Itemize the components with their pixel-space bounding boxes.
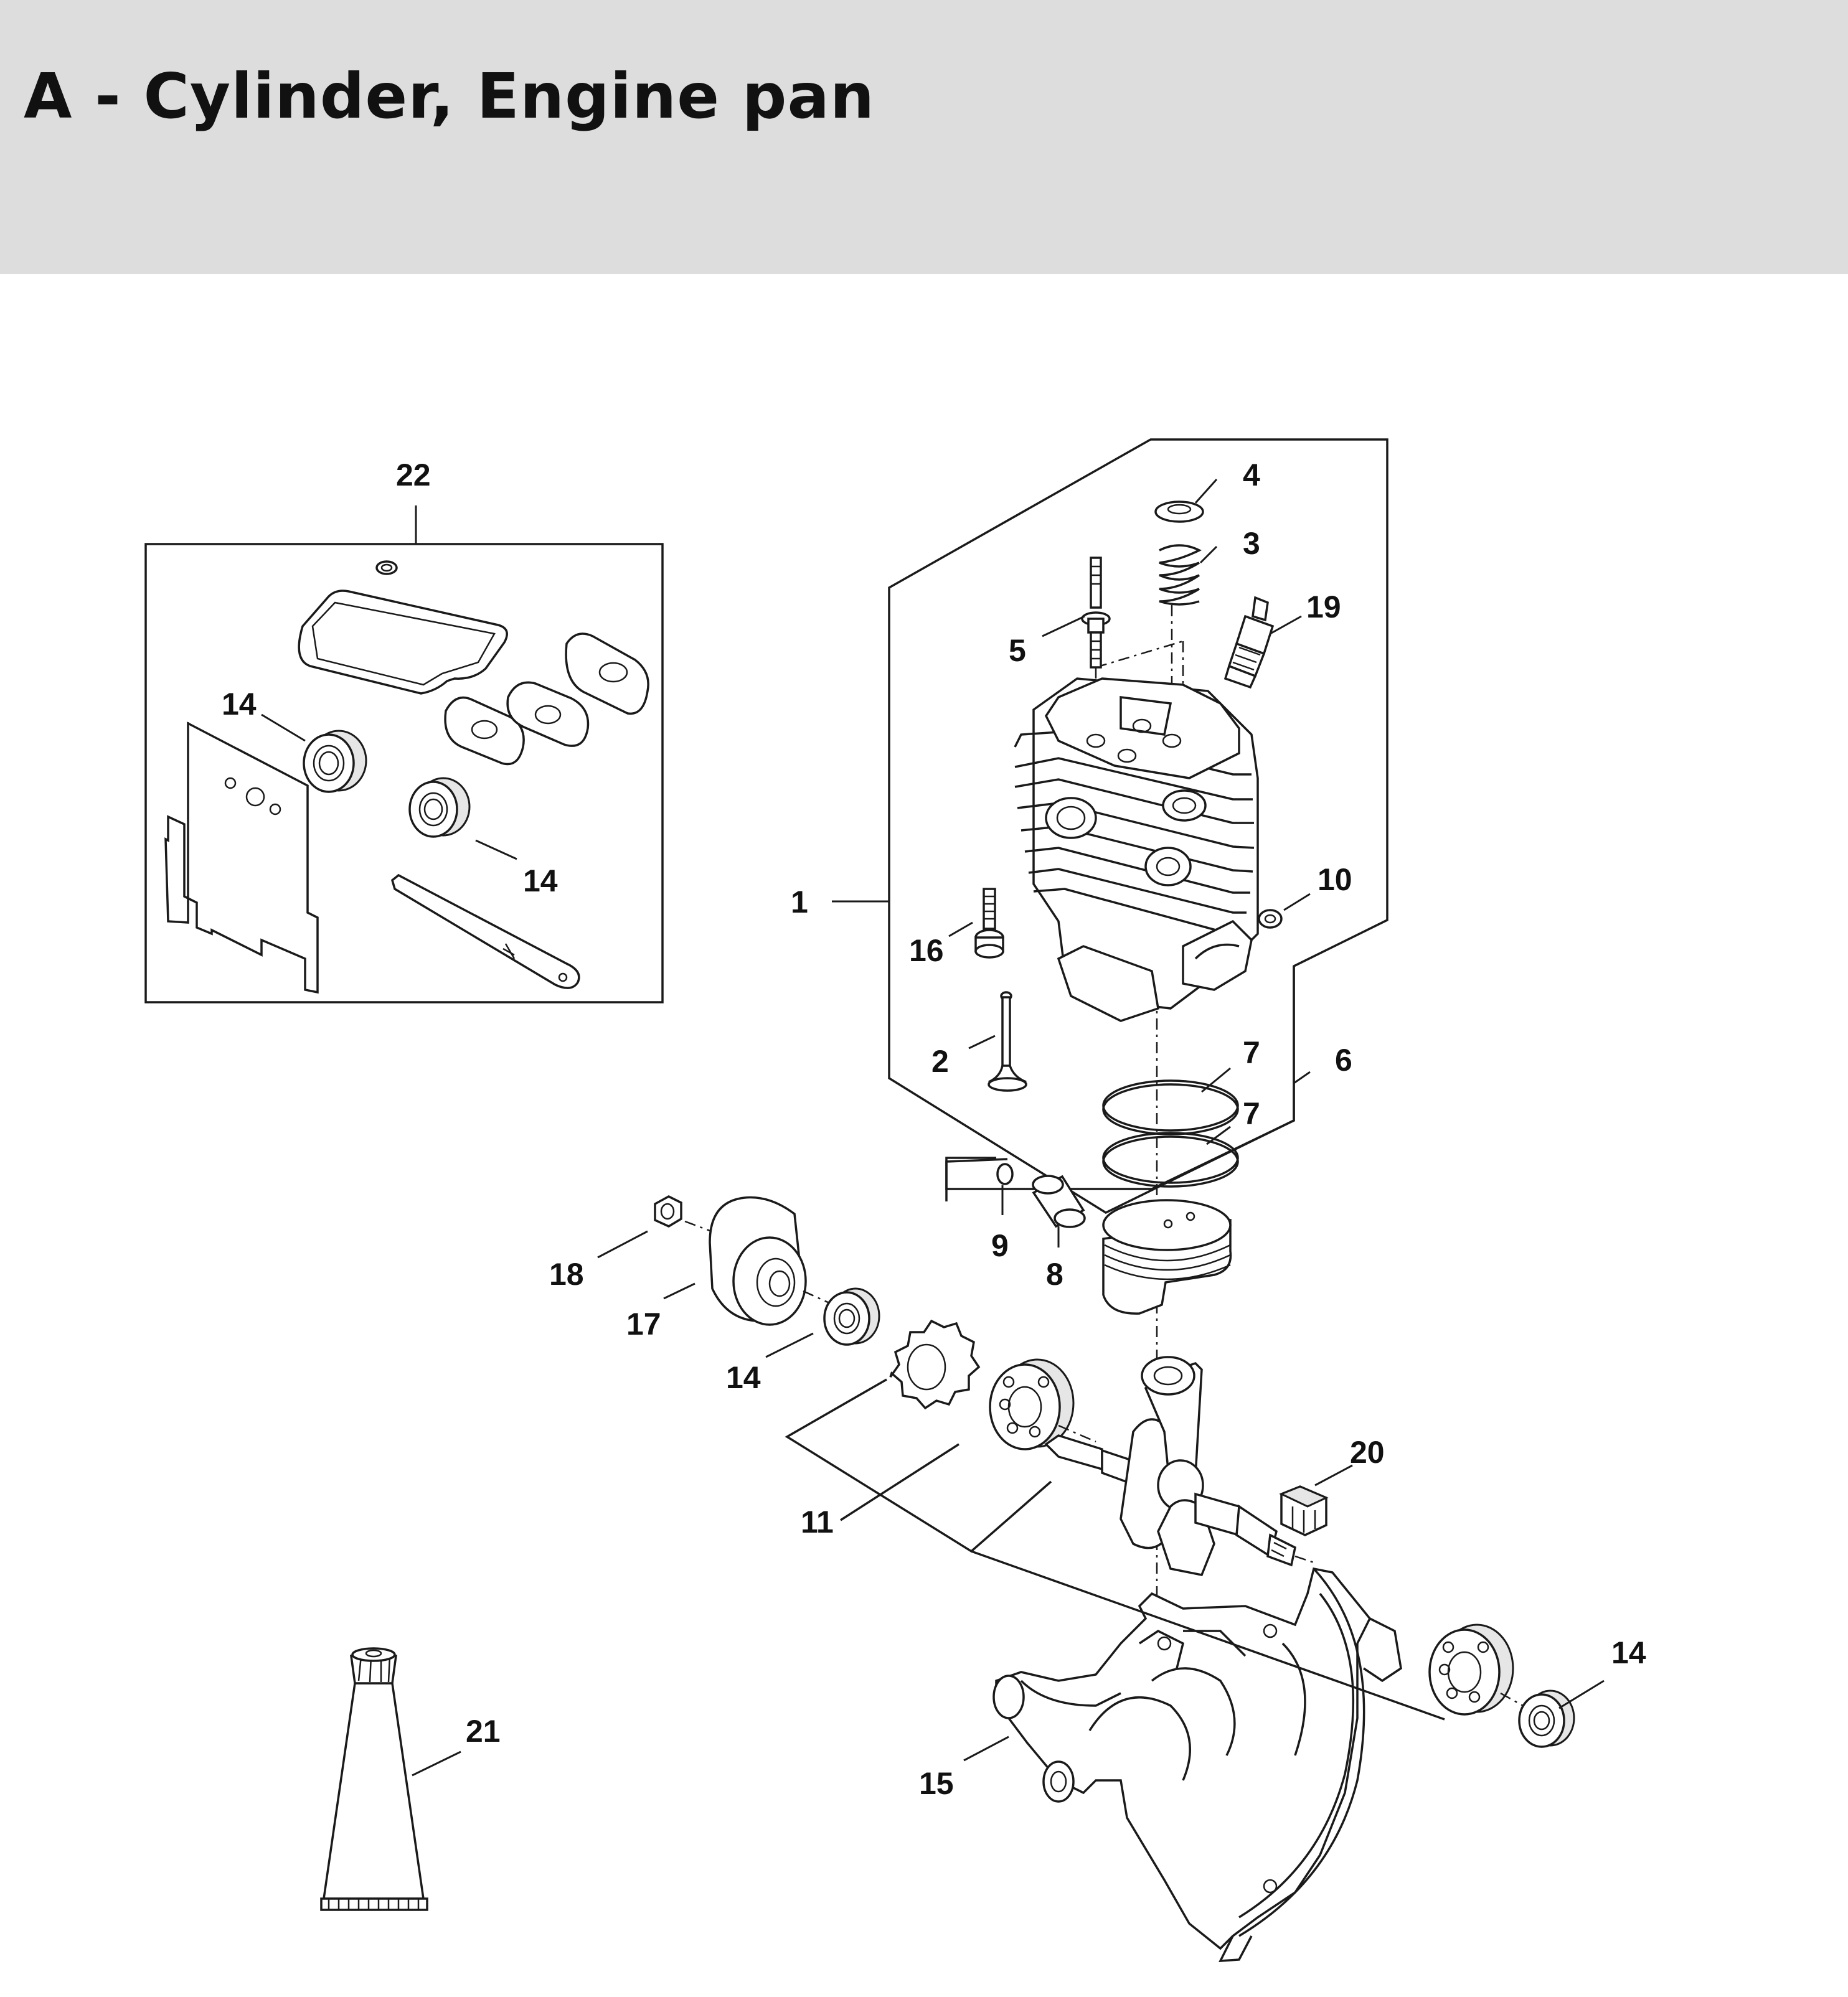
piston-pin[interactable] <box>1032 1175 1086 1228</box>
callout-15: 15 <box>919 1766 954 1801</box>
piston[interactable] <box>1102 1199 1232 1315</box>
stud-bolt[interactable] <box>1081 557 1111 669</box>
intake-gasket-small[interactable] <box>444 696 525 766</box>
ball-bearing-left[interactable] <box>989 1358 1075 1450</box>
oil-seal-kit-lower[interactable] <box>408 777 471 838</box>
sealant-tube[interactable] <box>320 1647 428 1911</box>
callout-9: 9 <box>991 1228 1009 1263</box>
washer[interactable] <box>1258 909 1283 929</box>
callout-11: 11 <box>801 1505 834 1539</box>
valve-spring[interactable] <box>1159 544 1202 606</box>
callout-6: 6 <box>1335 1043 1352 1078</box>
callout-18: 18 <box>549 1257 584 1292</box>
bearing-cage[interactable] <box>1279 1485 1329 1536</box>
callout-17: 17 <box>626 1307 661 1342</box>
oil-seal-left[interactable] <box>823 1287 880 1346</box>
page-header: A - Cylinder, Engine pan <box>0 0 1848 274</box>
callout-14: 14 <box>1611 1635 1646 1670</box>
valve[interactable] <box>988 991 1027 1092</box>
piston-ring-lower[interactable] <box>1102 1132 1239 1188</box>
intake-gasket-medium[interactable] <box>506 681 590 747</box>
drive-gear[interactable] <box>889 1319 981 1410</box>
piston-ring-upper[interactable] <box>1102 1079 1239 1135</box>
hex-nut[interactable] <box>654 1195 682 1228</box>
engine-pan[interactable] <box>992 1567 1402 1962</box>
oil-seal-right[interactable] <box>1518 1689 1575 1748</box>
callout-10: 10 <box>1318 862 1352 897</box>
callout-8: 8 <box>1046 1257 1063 1292</box>
heat-shield-plate[interactable] <box>164 721 319 994</box>
page-title: A - Cylinder, Engine pan <box>24 60 875 133</box>
callout-1: 1 <box>791 885 808 919</box>
callout-19: 19 <box>1306 590 1341 624</box>
valve-cap[interactable] <box>1154 500 1204 523</box>
muffler-gasket[interactable] <box>565 632 649 715</box>
callout-7: 7 <box>1243 1035 1260 1070</box>
crankshaft[interactable] <box>1044 1356 1296 1577</box>
oil-seal-kit-upper[interactable] <box>303 730 367 793</box>
callout-3: 3 <box>1243 526 1260 561</box>
callout-5: 5 <box>1009 633 1026 668</box>
callout-21: 21 <box>466 1714 501 1749</box>
callout-4: 4 <box>1243 458 1260 492</box>
callout-2: 2 <box>931 1044 949 1079</box>
clutch-drum[interactable] <box>709 1196 807 1326</box>
callout-16: 16 <box>909 933 944 968</box>
callout-7: 7 <box>1243 1096 1260 1131</box>
callout-20: 20 <box>1350 1435 1385 1470</box>
cylinder-bolt[interactable] <box>974 888 1004 959</box>
spark-plug[interactable] <box>1223 596 1275 689</box>
circlip[interactable] <box>996 1163 1014 1185</box>
cylinder[interactable] <box>1014 677 1259 1022</box>
callout-22: 22 <box>396 458 431 492</box>
callout-14: 14 <box>222 687 257 721</box>
exploded-parts-diagram: 22 14 14 4 3 19 5 1 10 16 2 7 7 6 9 8 18… <box>144 438 1646 1962</box>
callout-14: 14 <box>523 863 558 898</box>
ball-bearing-right[interactable] <box>1428 1623 1514 1716</box>
callout-14: 14 <box>726 1360 761 1395</box>
kit-22-gasket-set[interactable] <box>144 505 664 1003</box>
assembly-tool[interactable] <box>390 873 580 989</box>
